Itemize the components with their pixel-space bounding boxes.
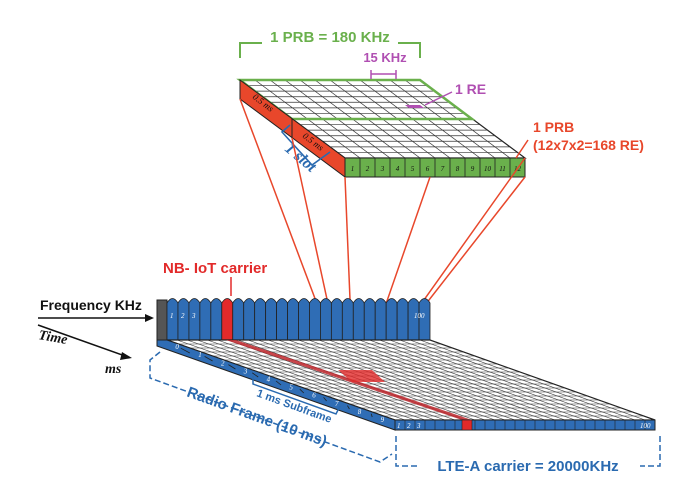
subcarrier-number: 3 [380, 165, 385, 173]
back-prb-bar [287, 298, 299, 341]
back-prb-bar [396, 298, 409, 341]
subframe-number: 0 [175, 343, 179, 351]
prb-bandwidth-label: 1 PRB = 180 KHz [270, 29, 390, 46]
re-pointer [424, 91, 453, 106]
subcarrier-number: 5 [411, 165, 415, 173]
subcarrier-number: 10 [484, 165, 492, 173]
front-prb-cells [404, 419, 646, 431]
subframe-number: 7 [335, 400, 339, 408]
back-prb-bar [374, 298, 387, 341]
subframe-number: 9 [381, 416, 385, 424]
subcarrier-number: 1 [351, 165, 355, 173]
front-prb-100: 100 [640, 422, 651, 430]
back-prb-bar [385, 298, 398, 341]
prb-formula-label: (12x7x2=168 RE) [533, 137, 644, 153]
back-prb-bar [199, 298, 212, 341]
front-nbiot-cell [461, 419, 473, 431]
subframe-number: 2 [221, 359, 225, 367]
subframe-number: 1 [198, 351, 202, 359]
subcarrier-number: 7 [441, 165, 445, 173]
back-prb-bar [243, 298, 256, 341]
axes: Frequency KHz Time ms [37, 297, 154, 377]
carrier-grid-lines [177, 339, 646, 421]
front-prb-1: 1 [397, 422, 401, 430]
back-prb-bar [363, 298, 376, 341]
prb-title-label: 1 PRB [533, 119, 574, 135]
back-prb-3: 3 [191, 312, 196, 320]
back-prb-bar [418, 298, 431, 341]
back-prb-bar [309, 298, 321, 341]
back-prb-bar [254, 298, 267, 341]
back-prb-bar [320, 298, 332, 341]
back-prb-bar [330, 298, 343, 341]
subframe-number: 4 [267, 375, 271, 383]
time-axis-label: Time [37, 328, 68, 348]
frequency-axis-label: Frequency KHz [40, 297, 142, 313]
back-prb-bar [232, 298, 245, 341]
back-prb-2: 2 [181, 312, 185, 320]
back-prb-bar [265, 298, 277, 341]
re-label: 1 RE [455, 81, 486, 97]
subcarrier-number: 4 [396, 165, 400, 173]
subcarrier-number: 11 [499, 165, 505, 173]
resource-element [405, 105, 424, 108]
back-prb-100: 100 [414, 312, 425, 320]
nbiot-carrier-label: NB- IoT carrier [163, 260, 267, 277]
back-prb-bar [352, 298, 365, 341]
carrier-back-edge [156, 299, 168, 341]
back-prb-bar [221, 298, 234, 341]
subframe-number: 6 [312, 392, 316, 400]
subcarrier-spacing-label: 15 KHz [363, 50, 407, 65]
time-unit-label: ms [105, 362, 122, 377]
back-prb-bars [166, 298, 431, 341]
lte-carrier-label: LTE-A carrier = 20000KHz [437, 458, 618, 475]
front-prb-2: 2 [407, 422, 411, 430]
subframe-number: 3 [243, 367, 248, 375]
back-prb-bar [341, 298, 354, 341]
back-prb-1: 1 [170, 312, 174, 320]
subframe-number: 8 [358, 408, 362, 416]
back-prb-bar [276, 298, 288, 341]
highlighted-prb [338, 370, 385, 382]
subcarrier-number: 2 [366, 165, 370, 173]
subframe-labels: 0 1 2 3 4 5 6 7 8 9 [175, 343, 384, 424]
back-prb-bar [298, 298, 310, 341]
subcarrier-number: 9 [471, 165, 475, 173]
subcarrier-number: 8 [456, 165, 460, 173]
subcarrier-number: 6 [426, 165, 430, 173]
nbiot-stripe [226, 340, 472, 420]
back-prb-bar [210, 298, 223, 341]
subframe-number: 5 [289, 384, 293, 392]
front-prb-3: 3 [416, 422, 421, 430]
